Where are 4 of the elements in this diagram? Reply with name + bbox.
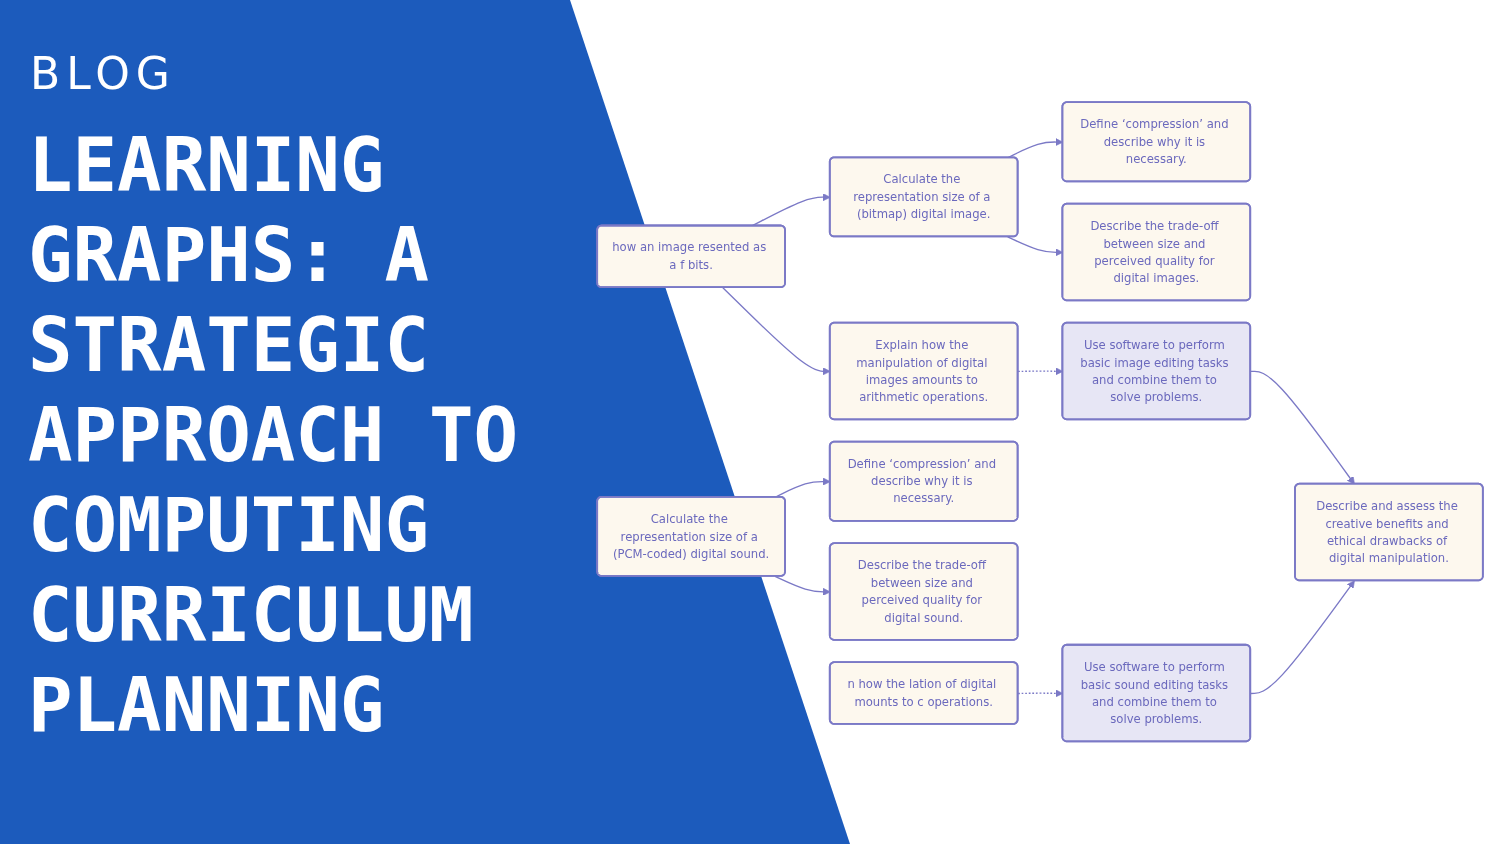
arrow: [1250, 370, 1355, 485]
arrow: [1250, 580, 1355, 695]
page-title: LEARNING GRAPHS: A STRATEGIC APPROACH TO COMPUTING CURRICULUM PLANNING: [28, 121, 520, 750]
category-label: BLOG: [30, 48, 176, 99]
